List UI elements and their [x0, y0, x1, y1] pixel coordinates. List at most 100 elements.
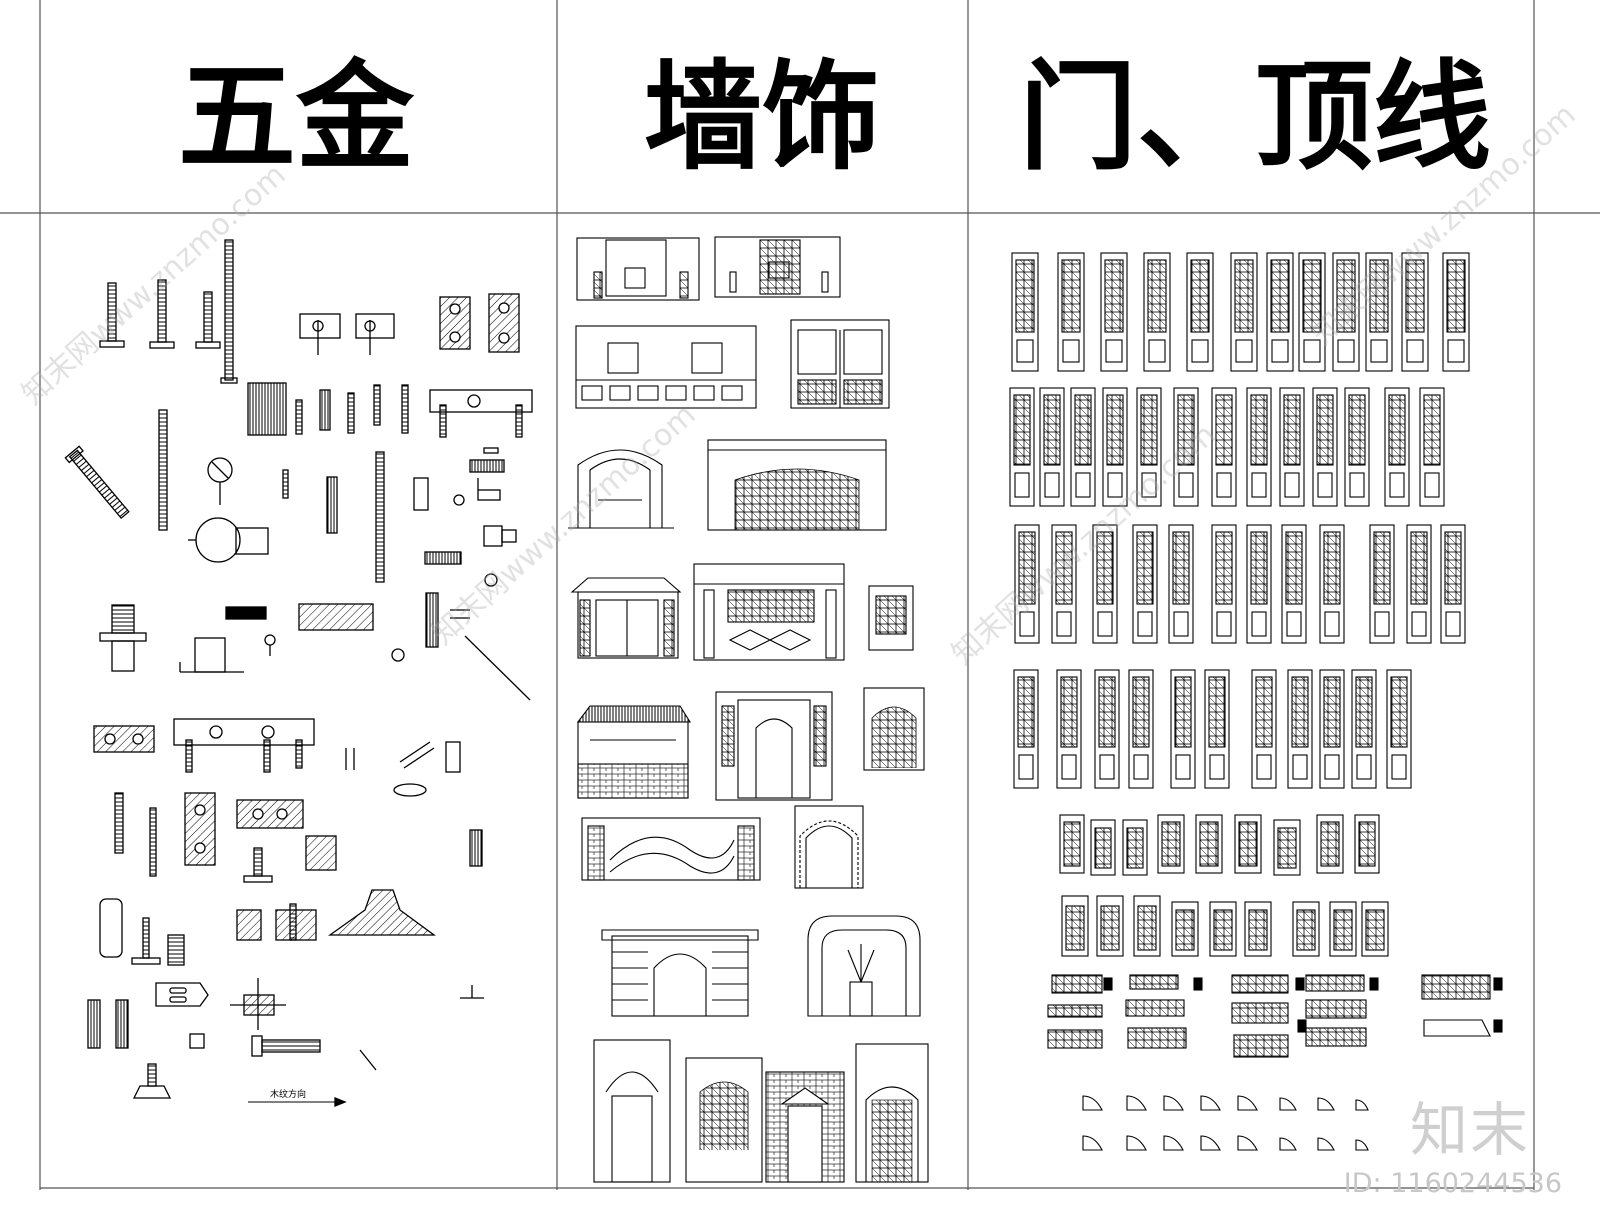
lattice-door-panel [1170, 669, 1196, 789]
pavilion-entry-elevation [570, 577, 682, 659]
carved-panel [1244, 901, 1272, 957]
lattice-door-panel [1128, 669, 1154, 789]
pediment-door-elevation [765, 1071, 845, 1183]
bar-counter-elevation [693, 563, 845, 661]
fireplace-wall-elevation [707, 439, 887, 531]
lattice-door-panel [1092, 524, 1118, 644]
lattice-door-panel [1013, 669, 1039, 789]
tv-wall-elevation [576, 237, 700, 301]
lattice-door-panel [1401, 252, 1429, 372]
lattice-door-panel [1351, 669, 1377, 789]
lattice-door-panel [1419, 387, 1445, 507]
stone-arch-door-elevation [855, 1043, 929, 1183]
molding-profiles [1082, 1095, 1369, 1151]
watermark-id: ID: 1160244536 [1343, 1168, 1562, 1199]
plant-niche-elevation [807, 915, 921, 1017]
corner-bracket-drawing [355, 313, 395, 355]
lattice-door-panel [1281, 524, 1307, 644]
lattice-door-panel [1132, 524, 1158, 644]
lattice-door-panel [1168, 524, 1194, 644]
carved-panel [1316, 814, 1344, 874]
carved-panel [1209, 901, 1237, 957]
carved-panel [1354, 814, 1380, 874]
cam-lock-drawing [207, 457, 233, 505]
bracket-drawing [179, 637, 244, 673]
arched-entry-elevation [601, 929, 759, 1017]
lattice-door-panel [1100, 252, 1128, 372]
fanlight-door-elevation [593, 1039, 671, 1183]
adjuster-foot-drawing [132, 1063, 172, 1099]
door-panels-row-1 [1011, 252, 1470, 372]
header-doors-moldings: 门、顶线 [1019, 48, 1491, 186]
carved-panel [1273, 819, 1301, 876]
carved-panel [1234, 814, 1262, 874]
carved-panel [1292, 901, 1320, 957]
plate-drawing [488, 293, 520, 353]
lattice-door-panel [1386, 669, 1412, 789]
anchor-drawing [469, 447, 505, 501]
lattice-door-panel [1011, 252, 1039, 372]
corner-bracket-drawing [299, 313, 341, 355]
lattice-door-panel [1287, 669, 1313, 789]
carved-panel [1090, 819, 1116, 876]
carved-panel [1122, 819, 1148, 876]
window-elevation [868, 585, 914, 651]
lattice-door-panel [1312, 387, 1338, 507]
lattice-door-panel [1051, 524, 1077, 644]
lattice-door-panel [1319, 524, 1345, 644]
door-panels-row-4 [1013, 669, 1412, 789]
lattice-door-panel [1057, 252, 1085, 372]
lattice-door-panel [1204, 669, 1230, 789]
lattice-door-panel [1056, 669, 1082, 789]
lattice-door-panel [1143, 252, 1171, 372]
lattice-door-panel [1102, 387, 1128, 507]
carved-panel [1195, 814, 1223, 874]
lattice-door-panel [1266, 252, 1294, 372]
watermark-logo: 知末 [1409, 1096, 1530, 1164]
dowel-block-drawing [247, 382, 287, 436]
bolt-drawing [149, 279, 175, 349]
lattice-door-panel [1298, 252, 1326, 372]
lattice-door-panel [1369, 524, 1395, 644]
lattice-door-panel [1094, 669, 1120, 789]
bolt-horizontal-drawing [251, 1035, 321, 1057]
lattice-door-panel [1246, 524, 1272, 644]
carved-panels [1059, 814, 1389, 957]
lattice-door-panel [1442, 252, 1470, 372]
wall-decor-drawings [568, 236, 929, 1183]
lattice-door-panel [1186, 252, 1214, 372]
long-screw-drawing [220, 239, 238, 384]
lattice-door-panel [1009, 387, 1035, 507]
lattice-door-panel [1211, 387, 1237, 507]
hardware-drawings [64, 239, 533, 1107]
lattice-door-panel [1230, 252, 1258, 372]
lock-plate-drawing [155, 982, 209, 1007]
wood-grain-direction-label: 木纹方向 [270, 1088, 306, 1100]
lattice-door-panel [1251, 669, 1277, 789]
connector-plate-drawing [173, 718, 315, 773]
carved-panel [1133, 895, 1161, 957]
angled-screw-drawing [64, 445, 130, 520]
lattice-door-panel [1279, 387, 1305, 507]
lattice-door-elevation [685, 1057, 763, 1183]
lattice-door-panel [1211, 524, 1237, 644]
lattice-door-panel [1344, 387, 1370, 507]
door-panels-row-3 [1014, 524, 1466, 644]
shop-front-elevation [576, 705, 691, 799]
lattice-door-panel [1384, 387, 1410, 507]
lattice-door-panel [1173, 387, 1199, 507]
lattice-door-panel [1440, 524, 1466, 644]
arch-niche-elevation [568, 449, 674, 529]
arch-doorway-elevation [794, 805, 864, 889]
carved-panel [1157, 814, 1185, 874]
screw-small [264, 634, 276, 656]
carved-panel [1361, 901, 1389, 957]
header-hardware: 五金 [178, 48, 415, 186]
connector-plate-drawing [429, 389, 533, 438]
lattice-door-panel [1070, 387, 1096, 507]
lattice-door-panel [1014, 524, 1040, 644]
carved-panel [1329, 901, 1357, 957]
lattice-door-panel [1332, 252, 1360, 372]
arched-window-elevation [863, 687, 925, 771]
